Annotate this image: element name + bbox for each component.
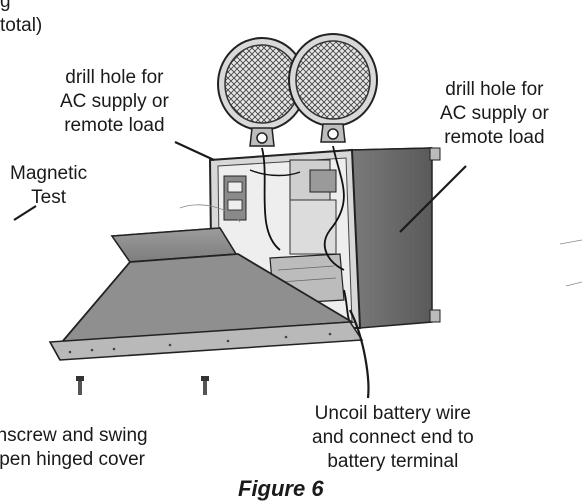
figure-caption: Figure 6 [238,476,324,501]
callout-line: remote load [444,127,545,148]
lamp-head-right [288,33,378,143]
callout-unscrew-cover: unscrew and swing open hinged cover [0,424,148,472]
callout-battery-wire: Uncoil battery wire and connect end to b… [312,402,474,474]
callout-line: unscrew and swing [0,425,148,446]
screw-right [201,376,209,395]
callout-line: drill hole for [65,67,164,88]
callout-line: AC supply or [440,103,549,124]
leader-magnetic [13,205,37,221]
leader-drill-right [399,165,467,233]
callout-line: battery terminal [327,451,459,472]
screw-left [76,376,84,395]
callout-line: remote load [64,115,165,136]
callout-line: Uncoil battery wire [314,403,471,424]
callout-line: Test [31,187,66,208]
enclosure-side [351,147,433,329]
leader-battery [349,309,370,399]
callout-line: and connect end to [312,427,474,448]
callout-line: total) [0,15,43,36]
callout-line: g [0,0,11,12]
hinged-cover [59,253,355,344]
callout-drill-hole-left: drill hole for AC supply or remote load [60,66,169,138]
callout-line: drill hole for [445,79,544,100]
callout-drill-hole-right: drill hole for AC supply or remote load [440,78,549,150]
callout-top-left-fragment: g total) [0,0,42,38]
callout-line: open hinged cover [0,449,145,470]
callout-line: AC supply or [60,91,169,112]
callout-magnetic-test: Magnetic Test [10,162,87,210]
leader-drill-left [174,141,215,161]
callout-line: Magnetic [10,163,88,184]
